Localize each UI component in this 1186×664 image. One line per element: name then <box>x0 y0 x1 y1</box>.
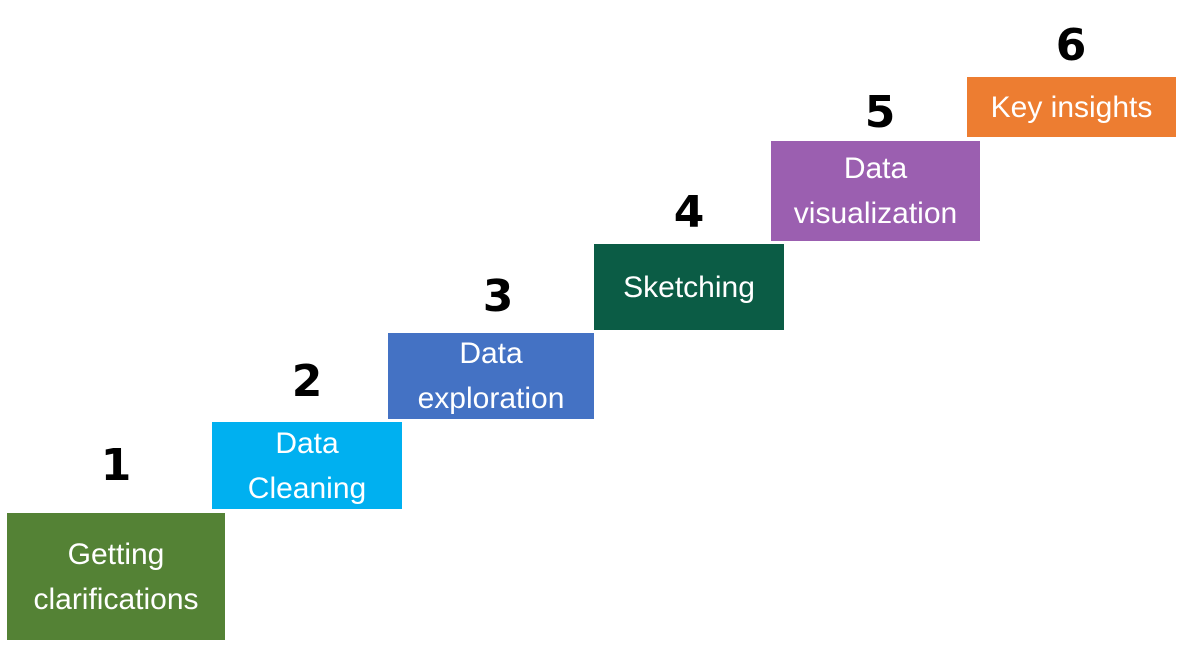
step-4-box: Sketching <box>594 244 784 330</box>
step-6-number: 6 <box>1055 20 1087 71</box>
step-6-box: Key insights <box>967 77 1176 137</box>
step-3-box: Data exploration <box>388 333 594 419</box>
step-6-label: Key insights <box>990 90 1153 124</box>
step-5-label: Data visualization <box>793 152 958 230</box>
step-3-label: Data exploration <box>417 337 565 415</box>
step-5-box: Data visualization <box>771 141 980 241</box>
step-5-number: 5 <box>864 87 896 138</box>
step-1-box: Getting clarifications <box>7 513 225 640</box>
step-1-label: Getting clarifications <box>33 537 199 616</box>
step-4-label: Sketching <box>623 270 755 304</box>
step-3-number: 3 <box>482 271 514 322</box>
step-2-box: Data Cleaning <box>212 422 402 509</box>
step-1-number: 1 <box>100 440 132 491</box>
step-2-number: 2 <box>291 356 323 407</box>
step-2-label: Data Cleaning <box>247 426 367 505</box>
step-4-number: 4 <box>673 187 705 238</box>
